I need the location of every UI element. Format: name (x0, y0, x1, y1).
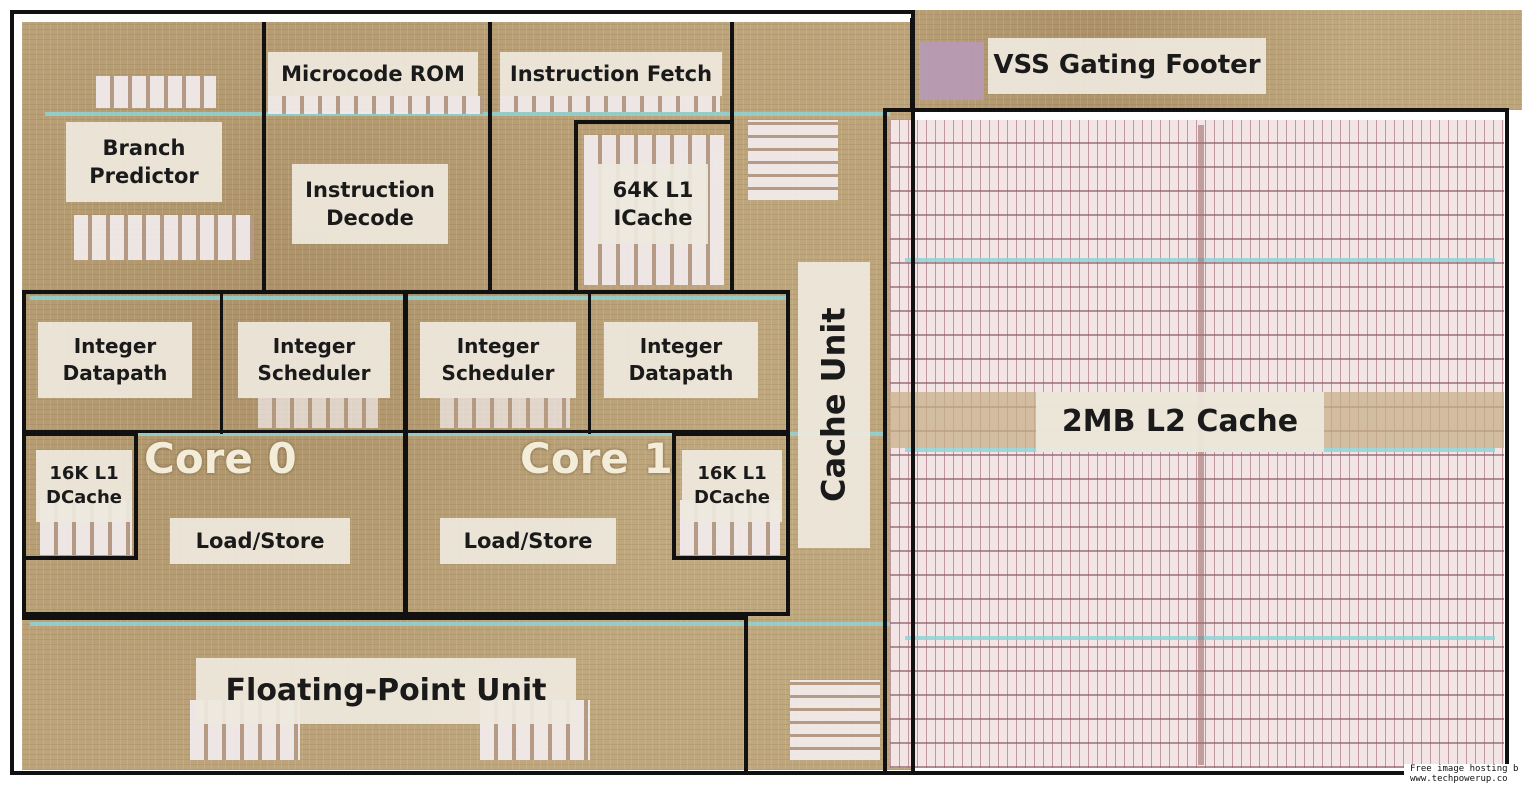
core1-inner-split (588, 290, 592, 434)
core-bus-line-top (30, 296, 790, 300)
core0-inner-split (220, 290, 224, 434)
fetch-array (500, 96, 720, 112)
branch-predictor-label: Branch Predictor (66, 122, 222, 202)
core0-integer-scheduler-label: Integer Scheduler (238, 322, 390, 398)
cache-unit-array-top (748, 120, 838, 200)
core1-dcache-border (672, 432, 790, 560)
core1-scheduler-array (440, 398, 570, 428)
icache-border (574, 120, 734, 292)
core1-load-store-label: Load/Store (440, 518, 616, 564)
cache-unit-array-bottom (790, 680, 880, 760)
core0-load-store-label: Load/Store (170, 518, 350, 564)
branch-predictor-array-lower (74, 215, 254, 260)
watermark-line-1: Free image hosting b (1410, 764, 1519, 774)
branch-predictor-array (96, 76, 216, 108)
core0-integer-datapath-label: Integer Datapath (38, 322, 192, 398)
watermark-line-2: www.techpowerup.co (1410, 774, 1508, 784)
core1-integer-datapath-label: Integer Datapath (604, 322, 758, 398)
l2-cache-label: 2MB L2 Cache (1036, 392, 1324, 452)
core1-mid-split (404, 430, 790, 434)
microcode-rom-label: Microcode ROM (268, 52, 478, 96)
frontend-bus-line (45, 112, 890, 116)
fpu-bus-line (30, 622, 890, 626)
fpu-border (22, 616, 748, 772)
instruction-decode-label: Instruction Decode (292, 164, 448, 244)
frontend-border-3 (730, 22, 734, 292)
icache-label: 64K L1 ICache (598, 164, 708, 244)
floating-point-unit-label: Floating-Point Unit (196, 658, 576, 724)
frontend-border-2 (488, 22, 492, 292)
microcode-rom-array (268, 96, 483, 114)
frontend-border-1 (262, 22, 266, 292)
core1-integer-scheduler-label: Integer Scheduler (420, 322, 576, 398)
core0-label: Core 0 (144, 434, 297, 483)
instruction-fetch-label: Instruction Fetch (500, 52, 722, 96)
vss-gating-border (910, 18, 930, 108)
core0-scheduler-array (258, 398, 378, 428)
core1-label: Core 1 (520, 434, 673, 483)
core-bus-line-mid (30, 432, 790, 436)
outer-core-border (10, 10, 915, 775)
vss-gating-footer-label: VSS Gating Footer (988, 38, 1266, 94)
core0-dcache-border (22, 432, 138, 560)
cache-unit-label: Cache Unit (798, 262, 870, 548)
image-host-watermark: Free image hosting b www.techpowerup.co (1404, 764, 1524, 786)
core1-dcache-label: 16K L1 DCache (682, 450, 782, 522)
l2-border (883, 108, 1509, 775)
core0-mid-split (22, 430, 407, 434)
core0-dcache-label: 16K L1 DCache (36, 450, 132, 522)
vss-gating-chip-icon (920, 42, 984, 100)
